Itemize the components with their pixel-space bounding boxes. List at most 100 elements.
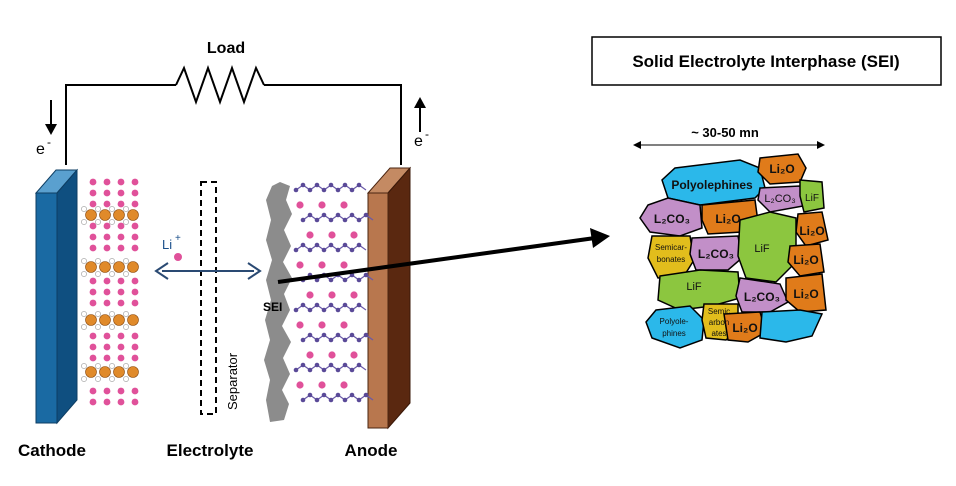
oxygen-atom — [89, 387, 97, 395]
li-ion-sup: + — [175, 233, 181, 244]
grain-l2co3-1 — [757, 185, 804, 213]
oxygen-atom — [89, 244, 97, 252]
oxygen-atom — [131, 277, 139, 285]
carbon-atom — [328, 362, 334, 368]
li-atom — [123, 324, 129, 330]
ion-arrow-right-head — [247, 262, 262, 280]
li-atom — [123, 219, 129, 225]
sei-title-box — [591, 36, 942, 86]
grain-label-polyolephines-bottom-b: phines — [662, 329, 686, 338]
oxygen-atom — [117, 277, 125, 285]
metal-atom — [85, 209, 97, 221]
metal-atom — [85, 314, 97, 326]
intercalated-li — [340, 381, 348, 389]
li-atom — [109, 376, 115, 382]
oxygen-atom — [89, 200, 97, 208]
cathode-side-face — [56, 168, 78, 425]
grain-label-lif-1: LiF — [805, 193, 819, 204]
metal-atom — [127, 314, 139, 326]
grain-label-lif-2: LiF — [754, 243, 770, 255]
circuit-wire-left — [65, 84, 176, 165]
li-atom — [81, 376, 87, 382]
carbon-atom — [300, 362, 306, 368]
carbon-atom — [342, 302, 348, 308]
grain-label-semicarbonates-2a: Semic — [708, 307, 730, 316]
carbon-atom — [307, 212, 313, 218]
carbon-atom — [335, 332, 341, 338]
cathode-label: Cathode — [18, 441, 86, 460]
li-ion-dot — [174, 253, 182, 261]
carbon-atom — [321, 367, 327, 373]
cathode-front-face — [35, 192, 58, 424]
oxygen-atom — [89, 277, 97, 285]
electron-sup-left: - — [47, 135, 51, 149]
carbon-atom — [356, 302, 362, 308]
carbon-atom — [300, 397, 306, 403]
oxygen-atom — [131, 387, 139, 395]
oxygen-atom — [117, 299, 125, 307]
intercalated-li — [306, 231, 314, 239]
carbon-atom — [335, 307, 341, 313]
oxygen-atom — [89, 332, 97, 340]
grain-l2co3-3 — [689, 235, 743, 271]
carbon-atom — [328, 242, 334, 248]
metal-atom — [127, 209, 139, 221]
carbon-atom — [349, 307, 355, 313]
carbon-atom — [342, 217, 348, 223]
thickness-arrow-right — [817, 141, 825, 149]
li-atom — [123, 271, 129, 277]
carbon-atom — [349, 367, 355, 373]
oxygen-atom — [103, 288, 111, 296]
carbon-atom — [356, 362, 362, 368]
li-atom — [81, 363, 87, 369]
grain-label-li2o-2: Li₂O — [715, 212, 740, 226]
carbon-atom — [314, 397, 320, 403]
carbon-atom — [307, 367, 313, 373]
carbon-atom — [314, 242, 320, 248]
grain-label-semicarbonates-2c: ates — [711, 329, 726, 338]
li-atom — [109, 271, 115, 277]
carbon-atom — [335, 187, 341, 193]
separator — [200, 181, 217, 415]
oxygen-atom — [117, 222, 125, 230]
intercalated-li — [350, 231, 358, 239]
oxygen-atom — [103, 200, 111, 208]
carbon-atom — [328, 182, 334, 188]
grain-label-li2o-3: Li₂O — [799, 224, 824, 238]
carbon-atom — [321, 392, 327, 398]
li-atom — [109, 219, 115, 225]
metal-atom — [99, 366, 111, 378]
grain-lif-3 — [657, 269, 741, 311]
oxygen-atom — [131, 244, 139, 252]
li-atom — [109, 311, 115, 317]
oxygen-atom — [89, 178, 97, 186]
carbon-atom — [328, 277, 334, 283]
anode-label: Anode — [345, 441, 398, 460]
grain-polyolephines-top — [661, 159, 766, 206]
intercalated-li — [296, 321, 304, 329]
intercalated-li — [296, 261, 304, 269]
intercalated-li — [306, 351, 314, 359]
intercalated-li — [328, 351, 336, 359]
metal-atom — [127, 261, 139, 273]
li-atom — [95, 311, 101, 317]
metal-atom — [85, 366, 97, 378]
cathode-plate — [34, 168, 79, 425]
oxygen-atom — [131, 398, 139, 406]
oxygen-atom — [117, 354, 125, 362]
sei-title: Solid Electrolyte Interphase (SEI) — [632, 52, 899, 71]
intercalated-li — [340, 261, 348, 269]
grain-label-l2co3-4: L₂CO₃ — [744, 290, 780, 304]
li-atom — [109, 258, 115, 264]
oxygen-atom — [89, 222, 97, 230]
grain-label-l2co3-2: L₂CO₃ — [654, 212, 690, 226]
grain-label-li2o-1: Li₂O — [769, 162, 794, 176]
load-resistor — [175, 64, 265, 106]
zoom-pointer-arrow — [277, 236, 596, 284]
carbon-atom — [300, 302, 306, 308]
carbon-atom — [335, 247, 341, 253]
intercalated-li — [340, 201, 348, 209]
carbon-atom — [321, 247, 327, 253]
carbon-atom — [342, 362, 348, 368]
